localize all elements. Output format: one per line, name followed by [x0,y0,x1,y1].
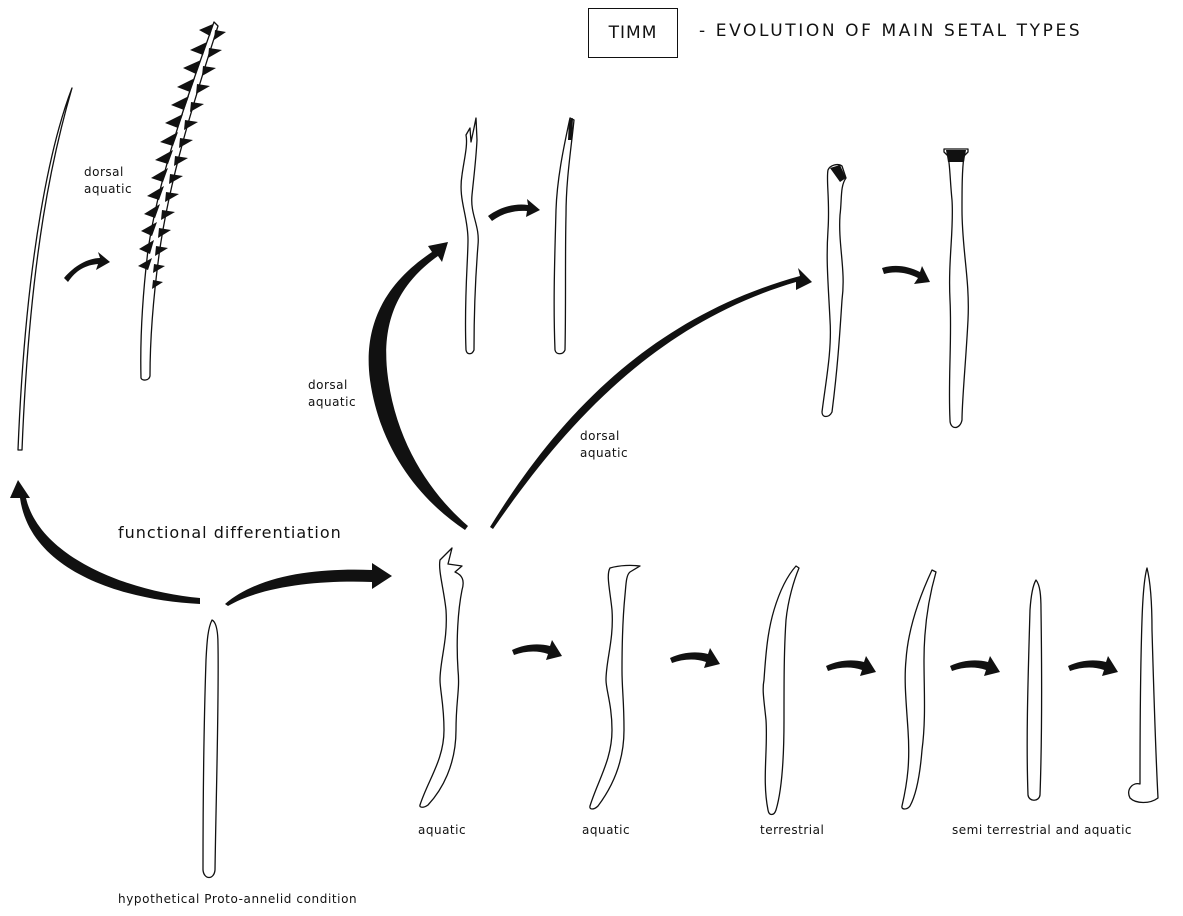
arrow-curve-to-upper-pair [369,242,468,530]
label-functional-differentiation: functional differentiation [118,523,342,542]
arrow-bottom-5 [1068,656,1118,676]
arrow-bottom-2 [670,648,720,668]
label-dorsal-aquatic-2: dorsal aquatic [308,377,356,411]
label-dorsal-aquatic-3-line2: aquatic [580,445,628,462]
seta-hooked-1 [420,548,463,807]
label-dorsal-aquatic-2-line1: dorsal [308,377,356,394]
seta-comb-upper-tip [946,150,966,162]
arrow-curve-to-upper-right [490,268,812,529]
seta-hooked-2 [590,565,640,809]
arrow-upper-2 [882,266,930,284]
label-dorsal-aquatic-1-line2: aquatic [84,181,132,198]
seta-plumose [138,22,226,380]
arrow-bottom-3 [826,656,876,676]
arrow-bottom-1 [512,640,562,660]
seta-straight-5 [1027,580,1041,800]
label-dorsal-aquatic-2-line2: aquatic [308,394,356,411]
label-bottom-aquatic-2: aquatic [582,822,630,839]
seta-comb-upper [944,149,968,428]
seta-toothed-upper-tip [830,165,846,182]
arrow-bottom-4 [950,656,1000,676]
seta-toothed-upper [822,165,846,417]
label-dorsal-aquatic-1: dorsal aquatic [84,164,132,198]
arrow-to-right [225,563,392,606]
label-dorsal-aquatic-3-line1: dorsal [580,428,628,445]
arrow-upper-1 [488,199,540,221]
label-bottom-semi-terrestrial: semi terrestrial and aquatic [952,822,1132,839]
label-bottom-aquatic-1: aquatic [418,822,466,839]
label-hypothetical-proto-annelid: hypothetical Proto-annelid condition [118,892,357,906]
seta-footed-6 [1129,568,1158,803]
arrow-small [64,252,110,282]
seta-simple-upper [554,118,574,354]
label-dorsal-aquatic-1-line1: dorsal [84,164,132,181]
label-bottom-terrestrial: terrestrial [760,822,824,839]
label-dorsal-aquatic-3: dorsal aquatic [580,428,628,462]
seta-forked-upper [461,118,478,354]
seta-curved-3 [763,566,799,815]
seta-curved-4 [902,570,936,809]
seta-proto-annelid [203,620,218,878]
seta-capillary-left [18,88,72,450]
arrow-to-left [10,480,200,604]
